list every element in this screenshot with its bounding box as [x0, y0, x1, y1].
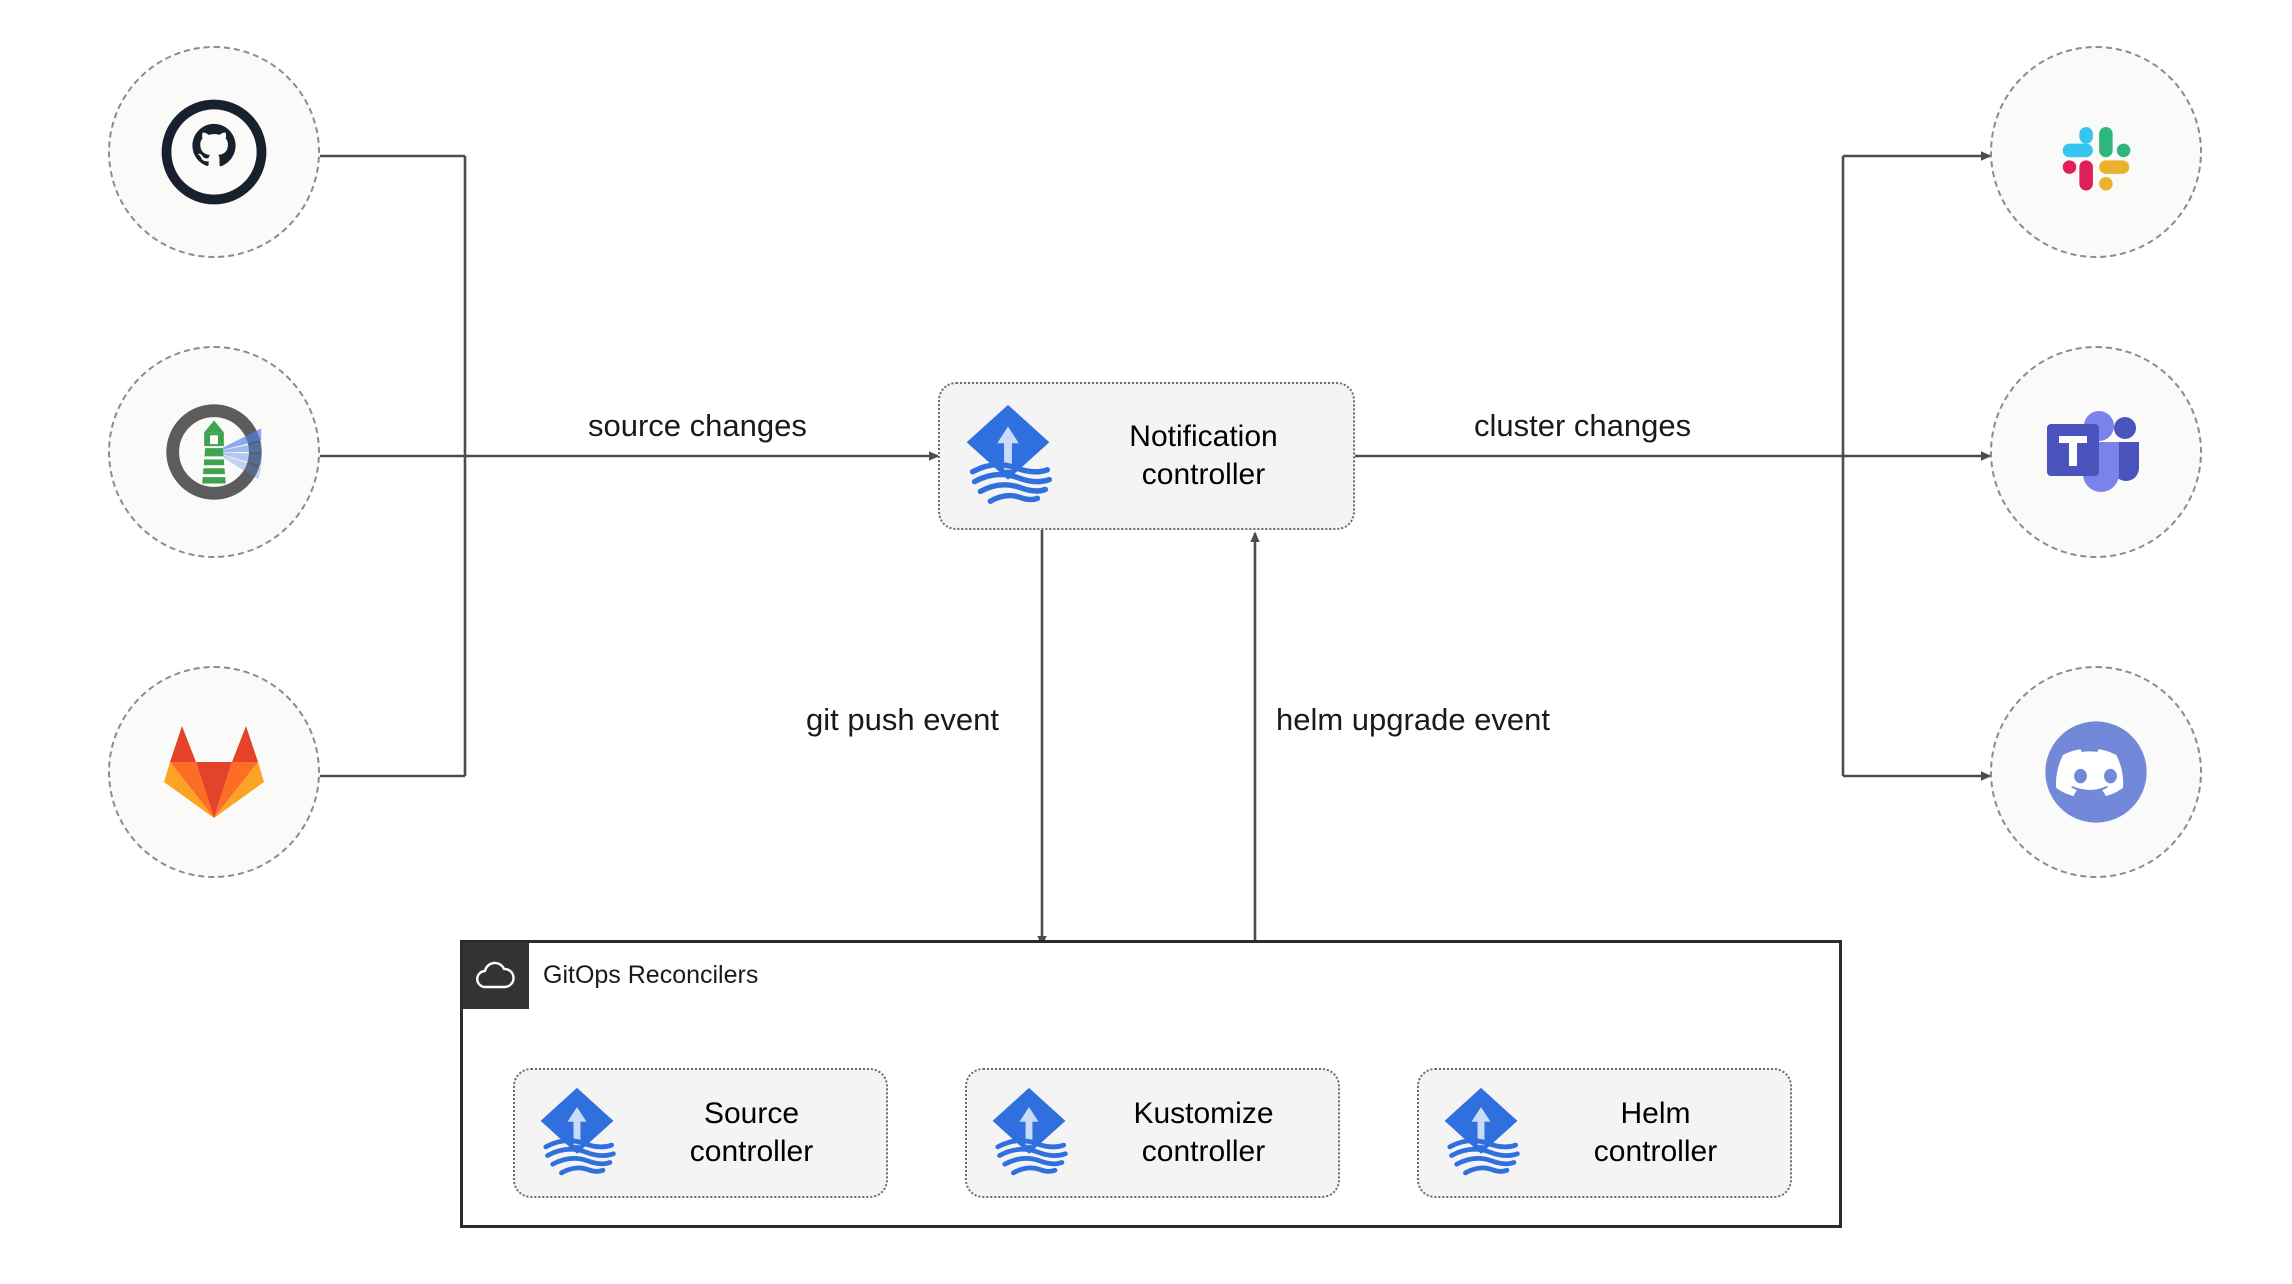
flux-controller-icon: [985, 1081, 1073, 1185]
slack-icon: [2044, 100, 2148, 204]
destination-node-discord[interactable]: [1990, 666, 2202, 878]
source-node-gitlab[interactable]: [108, 666, 320, 878]
notification-controller-node[interactable]: Notification controller: [938, 382, 1355, 530]
edge-label-source-changes: source changes: [582, 408, 813, 444]
flux-controller-icon: [958, 397, 1058, 515]
source-controller-node[interactable]: Source controller: [513, 1068, 888, 1198]
github-icon: [160, 98, 268, 206]
gitlab-icon: [158, 720, 270, 824]
source-controller-label: Source controller: [689, 1096, 814, 1168]
source-node-github[interactable]: [108, 46, 320, 258]
edge-label-helm-upgrade-event: helm upgrade event: [1270, 702, 1557, 738]
destination-node-slack[interactable]: [1990, 46, 2202, 258]
ms-teams-icon: [2041, 404, 2151, 500]
helm-controller-label: Helm controller: [1593, 1096, 1718, 1168]
gitops-reconcilers-container: GitOps Reconcilers Source controller: [460, 940, 1842, 1228]
edge-label-git-push-event: git push event: [800, 702, 1006, 738]
edge-label-cluster-changes: cluster changes: [1468, 408, 1698, 444]
cloud-icon: [475, 961, 517, 991]
gitops-container-title: GitOps Reconcilers: [543, 961, 759, 989]
source-node-fluxcd[interactable]: [108, 346, 320, 558]
discord-icon: [2034, 710, 2158, 834]
destination-node-teams[interactable]: [1990, 346, 2202, 558]
helm-controller-node[interactable]: Helm controller: [1417, 1068, 1792, 1198]
kustomize-controller-label: Kustomize controller: [1133, 1096, 1274, 1168]
gitops-header-tab: [463, 943, 529, 1009]
fluxcd-icon: [155, 393, 273, 511]
kustomize-controller-node[interactable]: Kustomize controller: [965, 1068, 1340, 1198]
flux-controller-icon: [533, 1081, 621, 1185]
flux-controller-icon: [1437, 1081, 1525, 1185]
notification-controller-label: Notification controller: [1129, 419, 1278, 491]
